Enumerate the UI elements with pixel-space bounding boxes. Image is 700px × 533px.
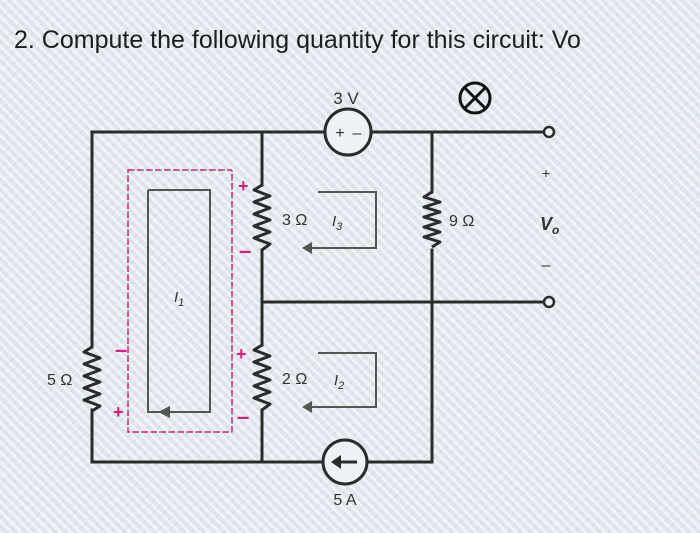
vo-label: Vo: [540, 214, 559, 237]
r2-minus: –: [237, 404, 249, 429]
r3-plus: +: [238, 176, 249, 196]
loop-i3-label: I3: [332, 213, 343, 233]
terminal-bottom: [542, 295, 556, 309]
label-5ohm: 5 Ω: [47, 372, 72, 389]
r3-minus: –: [239, 238, 251, 263]
vs-plus: +: [335, 125, 344, 142]
current-source: [321, 438, 369, 486]
vo-minus: –: [542, 257, 551, 274]
terminal-top: [542, 125, 556, 139]
r5-minus: –: [115, 337, 127, 362]
loop-i2-path: [310, 352, 377, 408]
resistor-3ohm: [252, 183, 272, 252]
r2-plus: +: [236, 344, 247, 364]
voltage-source: + –: [323, 107, 373, 157]
voltage-source-label: 3 V: [333, 89, 359, 108]
resistor-5ohm: [82, 345, 102, 413]
circled-x-icon: [458, 81, 492, 115]
label-9ohm: 9 Ω: [449, 213, 474, 230]
loop-i3-path: [310, 191, 377, 249]
loop-i1-dashed-box: [127, 169, 233, 433]
label-2ohm: 2 Ω: [282, 371, 307, 388]
current-source-label: 5 A: [333, 492, 356, 509]
vo-plus: +: [542, 165, 550, 181]
loop-i1-path: [148, 189, 211, 413]
resistor-9ohm: [422, 190, 442, 249]
loop-i1-label: I1: [174, 289, 184, 309]
resistor-2ohm: [252, 343, 272, 412]
question-text: 2. Compute the following quantity for th…: [14, 26, 581, 54]
loop-i2-label: I2: [334, 372, 344, 392]
vs-minus: –: [353, 125, 362, 142]
r5-plus: +: [113, 402, 124, 422]
label-3ohm: 3 Ω: [282, 212, 307, 229]
